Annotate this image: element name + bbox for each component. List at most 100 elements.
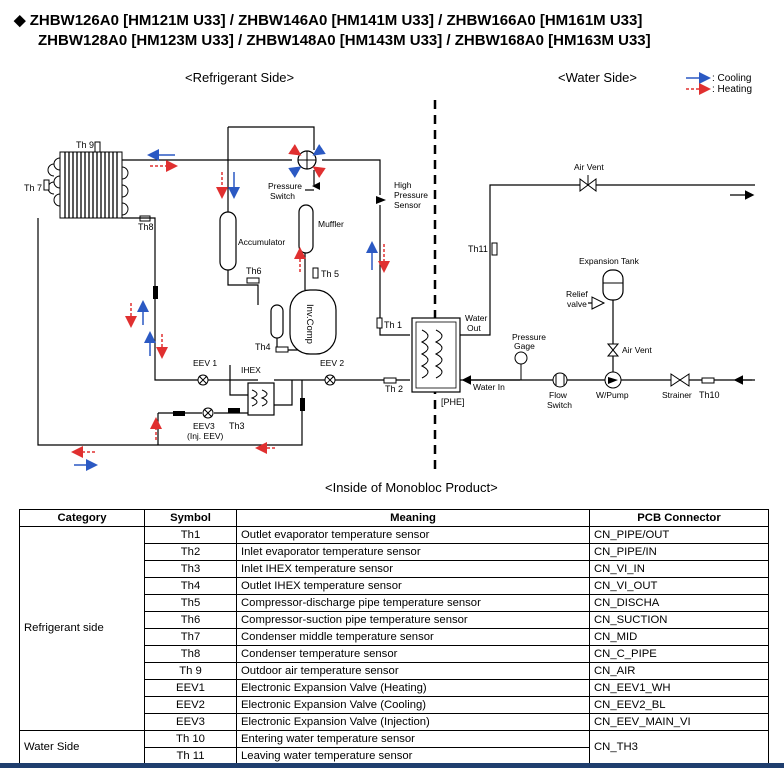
diamond-bullet-icon: ◆ [14,12,26,29]
connector-cell: CN_PIPE/OUT [589,526,769,544]
table-row: Refrigerant side Th1 Outlet evaporator t… [19,526,769,731]
meaning-cell: Electronic Expansion Valve (Cooling) [236,696,590,714]
symbol-cell: Th 9 [144,662,237,680]
symbol-cell: Th4 [144,577,237,595]
four-way-valve-icon [288,144,326,178]
condenser-coil-icon [47,151,129,219]
th7-sensor [43,179,50,191]
th11-sensor [491,242,498,256]
phe-label: [PHE] [441,397,465,407]
relief-valve-icon [591,296,606,310]
connector-cell: CN_EEV1_WH [589,679,769,697]
th4-label: Th4 [255,342,271,352]
air-vent-mid-label: Air Vent [622,345,652,355]
legend-heating: : Heating [712,84,752,95]
eev3-label: EEV3 [193,421,215,431]
pressure-switch-label-2: Switch [270,191,295,201]
category-water: Water Side [19,730,145,765]
table-row: EEV3 Electronic Expansion Valve (Injecti… [20,713,769,731]
meaning-cell: Outlet evaporator temperature sensor [236,526,590,544]
flow-arrows [71,149,390,471]
table-row: Th7 Condenser middle temperature sensor … [20,628,769,646]
refrigerant-strainer-icon [300,398,305,411]
th9-sensor [94,141,101,153]
symbol-cell: Th6 [144,611,237,629]
connector-cell: CN_AIR [589,662,769,680]
meaning-cell: Leaving water temperature sensor [236,747,590,765]
th5-label: Th 5 [321,269,339,279]
relief-valve-label-2: valve [567,299,587,309]
legend: : Cooling : Heating [686,72,752,95]
symbol-cell: EEV1 [144,679,237,697]
expansion-tank-label: Expansion Tank [579,256,640,266]
eev1-label: EEV 1 [193,358,217,368]
refrigerant-cycle-diagram: <Refrigerant Side> <Water Side> <Inside … [24,70,755,495]
th3-label: Th3 [229,421,245,431]
connector-cell: CN_PIPE/IN [589,543,769,561]
table-row: EEV2 Electronic Expansion Valve (Cooling… [20,696,769,714]
header-symbol: Symbol [144,509,237,527]
symbol-cell: EEV3 [144,713,237,731]
water-strainer-icon [670,373,690,387]
water-side-label: <Water Side> [558,70,637,85]
refrigerant-piping [37,126,410,446]
th5-sensor [312,267,319,279]
table-row: Th5 Compressor-discharge pipe temperatur… [20,594,769,612]
meaning-cell: Outdoor air temperature sensor [236,662,590,680]
table-row: Th8 Condenser temperature sensor CN_C_PI… [20,645,769,663]
th2-sensor [383,377,397,384]
th7-label: Th 7 [24,183,42,193]
symbol-cell: EEV2 [144,696,237,714]
flow-switch-label-1: Flow [549,390,568,400]
table-row: EEV1 Electronic Expansion Valve (Heating… [20,679,769,697]
meaning-cell: Electronic Expansion Valve (Heating) [236,679,590,697]
page-footer-bar [0,763,784,768]
air-vent-mid-icon [606,343,620,357]
meaning-cell: Compressor-suction pipe temperature sens… [236,611,590,629]
water-out-label-1: Water [465,313,488,323]
meaning-cell: Condenser middle temperature sensor [236,628,590,646]
accumulator-icon [219,211,237,271]
strainer-label: Strainer [662,390,692,400]
inj-eev-label: (Inj. EEV) [187,431,224,441]
refrigerant-strainer-icon [173,411,185,416]
connector-cell: CN_VI_OUT [589,577,769,595]
header-category: Category [19,509,145,527]
meaning-cell: Compressor-discharge pipe temperature se… [236,594,590,612]
table-header-row: Category Symbol Meaning PCB Connector [19,509,769,527]
air-vent-top-label: Air Vent [574,162,604,172]
table-row: Th2 Inlet evaporator temperature sensor … [20,543,769,561]
high-pressure-sensor-icon [376,196,386,204]
pressure-switch-icon [312,182,320,190]
th1-sensor [376,317,383,329]
table-row: Th 9 Outdoor air temperature sensor CN_A… [20,662,769,680]
page-title: ◆ ZHBW126A0 [HM121M U33] / ZHBW146A0 [HM… [14,11,651,51]
connector-cell: CN_MID [589,628,769,646]
connector-cell: CN_TH3 [589,730,769,765]
water-pump-label: W/Pump [596,390,629,400]
th10-label: Th10 [699,390,720,400]
table-row: Water Side Th 10 Entering water temperat… [19,730,769,765]
th11-label: Th11 [468,244,488,254]
title-line-2: ZHBW128A0 [HM123M U33] / ZHBW148A0 [HM14… [38,32,651,49]
symbol-cell: Th8 [144,645,237,663]
sensor-spec-table: Category Symbol Meaning PCB Connector Re… [19,509,769,765]
refrigerant-strainer-icon [153,286,158,299]
meaning-cell: Condenser temperature sensor [236,645,590,663]
symbol-cell: Th3 [144,560,237,578]
th4-sensor [275,346,289,353]
accumulator-label: Accumulator [238,237,285,247]
meaning-cell: Outlet IHEX temperature sensor [236,577,590,595]
refrigerant-strainer-icon [228,408,240,413]
meaning-cell: Electronic Expansion Valve (Injection) [236,713,590,731]
relief-valve-label-1: Relief [566,289,588,299]
flow-switch-label-2: Switch [547,400,572,410]
inverter-compressor-icon [289,289,337,355]
th2-label: Th 2 [385,384,403,394]
water-out-label-2: Out [467,323,481,333]
connector-cell: CN_C_PIPE [589,645,769,663]
flow-switch-icon [552,372,568,388]
category-refrigerant: Refrigerant side [19,526,145,731]
connector-cell: CN_EEV_MAIN_VI [589,713,769,731]
hp-sensor-label-3: Sensor [394,200,421,210]
